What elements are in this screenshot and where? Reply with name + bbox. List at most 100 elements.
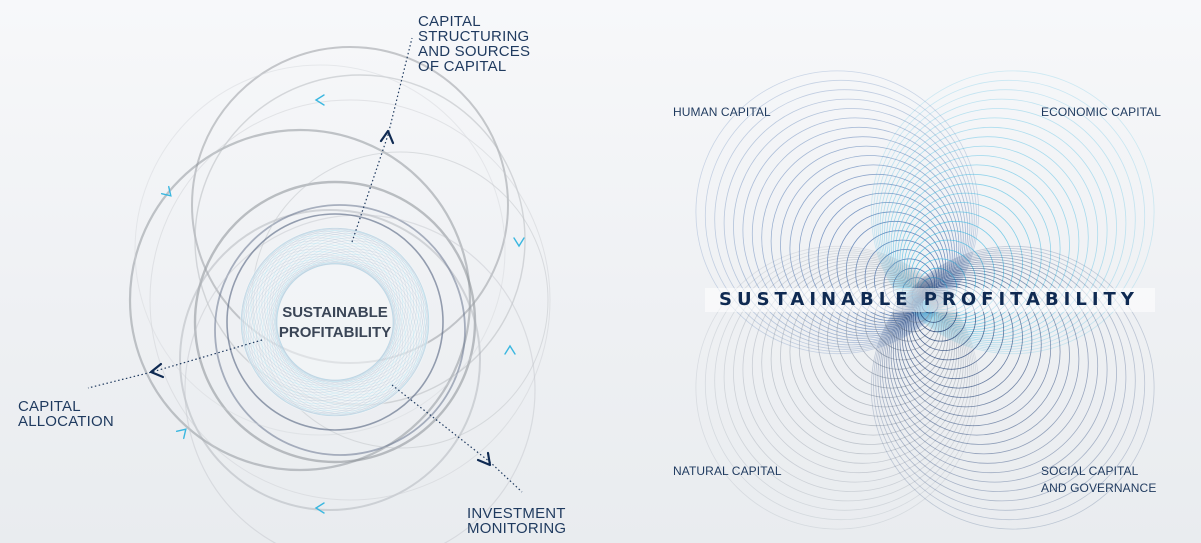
petal-ring — [906, 281, 1005, 380]
orbit-arrow-icon — [314, 502, 325, 514]
social-capital-line1: SOCIAL CAPITAL — [1041, 464, 1139, 478]
petal-ring — [897, 272, 1042, 417]
petal-ring — [808, 183, 953, 328]
petal-ring — [873, 248, 1146, 521]
concentric-circle-petals — [695, 70, 1155, 530]
center-disc — [240, 227, 430, 417]
petal-ring — [903, 278, 1014, 389]
petal-ring — [808, 272, 953, 417]
petal-ring — [695, 245, 980, 530]
capital-structuring-line1: CAPITAL — [418, 13, 481, 30]
petal-ring — [892, 267, 1061, 436]
petal-ring — [879, 108, 1117, 346]
petal-ring — [886, 261, 1089, 464]
capital-structuring-line3: AND SOURCES — [418, 43, 531, 60]
orbit-arrow-icon — [504, 344, 516, 355]
petal-ring — [817, 274, 951, 408]
orbit-ring — [149, 99, 551, 501]
petal-ring — [877, 252, 1127, 502]
petal-ring — [873, 79, 1146, 352]
orbit-ring — [128, 128, 472, 472]
petal-ring — [742, 117, 969, 344]
petal-ring — [714, 250, 975, 511]
petal-ring — [798, 270, 955, 427]
orbit-ring — [134, 64, 506, 436]
petal-ring — [884, 126, 1099, 341]
petal-ring — [910, 285, 986, 361]
petal-ring — [723, 98, 973, 348]
social-capital-label: SOCIAL CAPITAL AND GOVERNANCE — [1041, 463, 1156, 497]
petal-ring — [890, 265, 1070, 445]
petal-ring — [881, 117, 1108, 344]
capital-structuring-line4: OF CAPITAL — [418, 58, 507, 75]
petal-ring — [789, 267, 958, 436]
orbit-arrow-icon — [160, 185, 172, 197]
petal-ring — [836, 211, 947, 322]
natural-capital-label: NATURAL CAPITAL — [673, 464, 782, 478]
petal-ring — [733, 108, 971, 346]
petal-ring — [780, 265, 960, 445]
petal-ring — [789, 164, 958, 333]
capital-allocation-line1: CAPITAL — [18, 398, 81, 415]
petal-ring — [817, 192, 951, 326]
orbit-arrowheads — [160, 94, 525, 514]
chevron-up-icon — [379, 129, 395, 145]
petal-ring — [780, 155, 960, 335]
petal-ring — [798, 173, 955, 330]
petal-ring — [881, 256, 1108, 483]
right-center-title: SUSTAINABLE PROFITABILITY — [719, 289, 1139, 310]
petal-ring — [908, 283, 995, 370]
petal-ring — [890, 155, 1070, 335]
petal-ring — [714, 89, 975, 350]
orbit-ring — [193, 180, 477, 464]
petal-ring — [886, 136, 1089, 339]
petal-ring — [888, 263, 1080, 455]
petal-ring — [901, 202, 1023, 324]
petal-ring — [827, 202, 949, 324]
orbit-arrow-icon — [175, 428, 187, 440]
social-capital-line2: AND GOVERNANCE — [1041, 481, 1157, 495]
left-center-title: SUSTAINABLE PROFITABILITY — [255, 303, 415, 343]
petal-ring — [892, 164, 1061, 333]
right-capitals-diagram — [695, 70, 1155, 530]
human-capital-label: HUMAN CAPITAL — [673, 105, 771, 119]
orbit-arrow-icon — [513, 237, 525, 248]
orbit-ring — [184, 214, 536, 543]
petal-ring — [875, 250, 1136, 511]
center-band — [705, 288, 1155, 312]
petal-ring — [877, 98, 1127, 348]
petal-ring — [761, 261, 964, 464]
petal-ring — [895, 270, 1052, 427]
petal-ring — [704, 248, 977, 521]
capital-allocation-label: CAPITAL ALLOCATION — [18, 399, 114, 429]
petal-ring — [864, 239, 940, 315]
orbit-ring — [226, 213, 444, 431]
center-title-line1: SUSTAINABLE — [282, 304, 388, 321]
chevron-left-icon — [149, 362, 165, 379]
left-cycle-diagram — [87, 37, 551, 543]
connector-chevrons — [149, 129, 492, 467]
capital-structuring-label: CAPITAL STRUCTURING AND SOURCES OF CAPIT… — [418, 14, 530, 74]
petal-ring — [845, 281, 944, 380]
connector-capital-structuring — [351, 37, 413, 243]
petal-ring — [895, 173, 1052, 330]
investment-monitoring-line1: INVESTMENT — [467, 505, 566, 522]
petal-ring — [770, 145, 962, 337]
economic-capital-label: ECONOMIC CAPITAL — [1041, 105, 1162, 119]
petal-ring — [723, 252, 973, 502]
petal-ring — [888, 145, 1080, 337]
petal-ring — [899, 192, 1033, 326]
petal-ring — [884, 259, 1099, 474]
orbit-ring — [214, 204, 466, 456]
center-title-line2: PROFITABILITY — [278, 324, 392, 341]
petal-ring — [742, 256, 969, 483]
petal-ring — [845, 220, 944, 319]
petal-ring — [879, 254, 1117, 492]
petal-ring — [897, 183, 1042, 328]
petal-ring — [870, 70, 1155, 355]
petal-ring — [899, 274, 1033, 408]
petal-ring — [836, 278, 947, 389]
petal-ring — [864, 285, 940, 361]
orbit-ring — [179, 209, 481, 511]
